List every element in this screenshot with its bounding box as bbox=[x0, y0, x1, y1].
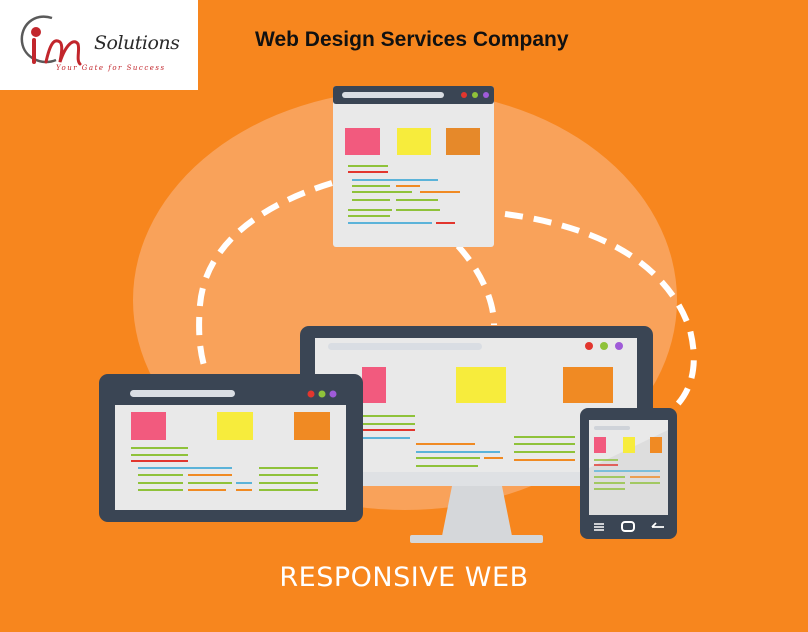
tablet-device bbox=[99, 374, 363, 522]
window-dots-icon bbox=[461, 92, 489, 98]
top-browser-window bbox=[333, 86, 494, 247]
connector-middle bbox=[455, 243, 497, 326]
logo-text: Solutions bbox=[94, 32, 180, 54]
phone-home-icon bbox=[621, 521, 635, 532]
phone-device bbox=[580, 408, 677, 539]
logo-tagline: Your Gate for Success bbox=[56, 64, 166, 72]
connector-right bbox=[504, 211, 697, 413]
connector-left bbox=[196, 180, 333, 373]
window-dots-icon bbox=[307, 390, 337, 398]
logo-mark-icon bbox=[20, 15, 82, 66]
phone-menu-icon bbox=[594, 523, 604, 531]
desktop-monitor bbox=[300, 326, 653, 543]
page-title: Web Design Services Company bbox=[255, 28, 569, 51]
dashed-connectors bbox=[196, 180, 697, 413]
responsive-web-heading: RESPONSIVE WEB bbox=[279, 562, 529, 593]
monitor-stand bbox=[442, 486, 512, 536]
phone-back-icon bbox=[651, 522, 664, 528]
window-dots-icon bbox=[585, 342, 623, 350]
company-logo[interactable]: Solutions Your Gate for Success bbox=[0, 0, 198, 90]
